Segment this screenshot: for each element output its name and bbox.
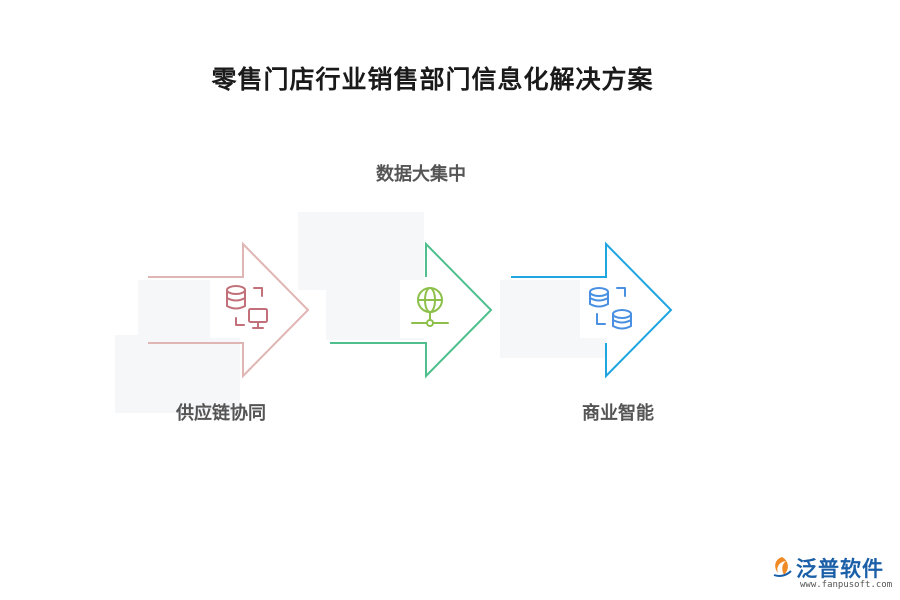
database-monitor-icon [226, 285, 268, 329]
background-panel [138, 280, 218, 340]
background-panel [115, 335, 240, 413]
step-arrow-2 [330, 241, 493, 379]
brand-logo: 泛普软件 www.fanpusoft.com [770, 553, 895, 593]
logo-url: www.fanpusoft.com [800, 580, 893, 590]
step-label-supply-chain: 供应链协同 [176, 403, 266, 424]
database-sync-icon [589, 287, 632, 330]
logo-name: 泛普软件 [796, 557, 884, 581]
step-label-business-intelligence: 商业智能 [582, 403, 654, 424]
step-label-data-centralization: 数据大集中 [376, 164, 466, 185]
logo-icon [773, 557, 792, 577]
step-arrow-1 [148, 241, 310, 379]
page-title: 零售门店行业销售部门信息化解决方案 [211, 65, 654, 94]
globe-network-icon [411, 287, 449, 327]
step-arrow-3 [511, 241, 673, 379]
background-panel [298, 212, 424, 290]
